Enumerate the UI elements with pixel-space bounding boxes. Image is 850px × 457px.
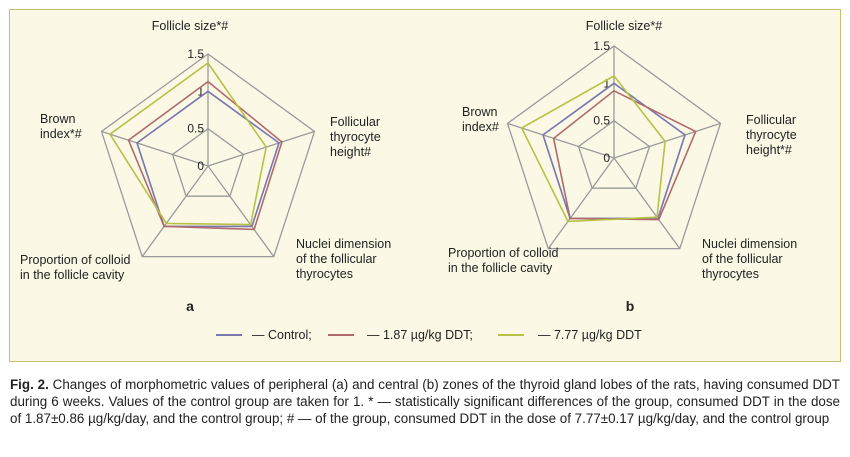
panel-letter-a: a [186,298,194,314]
legend-label-0: — Control; [252,328,312,342]
panel-letter-b: b [626,298,635,314]
tick-label-a-2: 1 [197,84,204,98]
tick-label-b-0: 0 [603,151,610,165]
legend-label-2: — 7.77 µg/kg DDT [538,328,642,342]
series-line-a-1 [127,80,283,231]
caption-label: Fig. 2. [10,377,49,392]
grid-ring-b-0 [577,119,651,189]
grid-spoke-b-2 [613,157,681,249]
tick-label-b-2: 1 [603,76,610,90]
axis-label-b-top: Follicle size*# [586,19,662,33]
grid-spoke-a-1 [207,130,315,167]
figure-caption: Fig. 2. Changes of morphometric values o… [10,376,840,427]
grid-spoke-b-4 [507,122,615,159]
caption-text: Changes of morphometric values of periph… [10,377,840,426]
legend-label-1: — 1.87 µg/kg DDT; [367,328,473,342]
axis-label-a-top: Follicle size*# [152,19,228,33]
grid-ring-a-0 [171,127,245,197]
grid-ring-b-2 [506,45,722,250]
grid-spoke-b-3 [547,157,615,249]
tick-label-a-1: 0.5 [187,122,204,136]
grid-ring-a-2 [100,53,316,258]
tick-label-a-0: 0 [197,159,204,173]
series-line-a-0 [136,90,280,228]
grid-spoke-a-3 [141,165,209,257]
grid-spoke-b-1 [613,122,721,159]
tick-label-b-3: 1.5 [593,39,610,53]
tick-label-a-3: 1.5 [187,47,204,61]
series-line-b-2 [520,74,666,223]
grid-spoke-a-2 [207,165,275,257]
series-line-a-2 [108,61,268,226]
tick-label-b-1: 0.5 [593,114,610,128]
grid-spoke-a-4 [101,130,209,167]
